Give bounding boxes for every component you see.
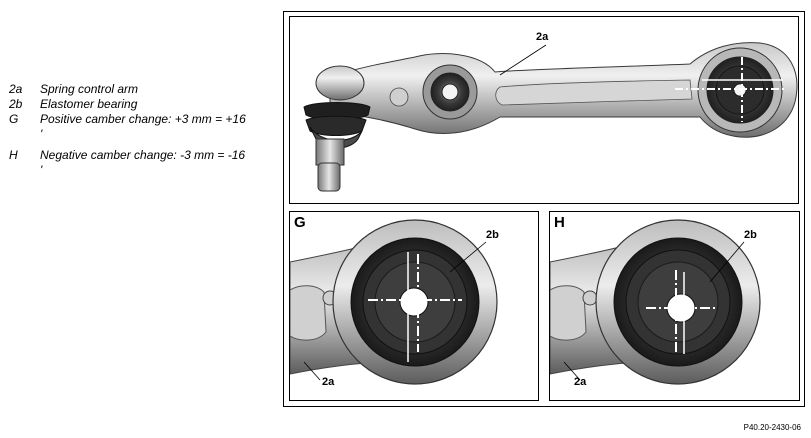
legend-text: Elastomer bearing <box>40 97 138 111</box>
arm-boss <box>389 87 409 107</box>
legend-key: 2a <box>9 82 23 96</box>
figure-frame: 2a G <box>283 11 805 407</box>
legend-text: Spring control arm <box>40 82 139 96</box>
legend-row-g: G Positive camber change: +3 mm = +16 ' <box>9 112 271 142</box>
arm-groove <box>495 79 693 106</box>
legend-text: Negative camber change: -3 mm = -16 ' <box>40 148 246 177</box>
legend-text: Positive camber change: +3 mm = +16 ' <box>40 112 246 141</box>
legend-row-2a: 2a Spring control arm <box>9 82 271 97</box>
overview-panel: 2a <box>289 16 799 204</box>
bearing-detail-g-drawing <box>290 219 498 385</box>
legend-row-2b: 2b Elastomer bearing <box>9 97 271 112</box>
bearing-detail-h-drawing <box>550 219 761 385</box>
panel-letter: H <box>554 214 565 231</box>
ball-joint-stud <box>315 138 345 166</box>
callout-spring-control-arm: 2a <box>536 31 549 43</box>
callout-leader <box>499 44 547 76</box>
legend: 2a Spring control arm 2b Elastomer beari… <box>9 82 271 184</box>
legend-row-h: H Negative camber change: -3 mm = -16 ' <box>9 148 271 178</box>
legend-key: 2b <box>9 97 23 111</box>
legend-key: H <box>9 148 18 162</box>
panel-letter: G <box>294 214 306 231</box>
detail-panel-h: H <box>549 211 800 401</box>
legend-key: G <box>9 112 19 126</box>
ball-joint-head <box>315 65 365 101</box>
detail-panel-g: G <box>289 211 539 401</box>
spring-control-arm-drawing <box>303 42 798 192</box>
figure-reference: P40.20-2430-06 <box>743 423 801 432</box>
callout-elastomer-bearing: 2b <box>486 229 499 241</box>
callout-spring-control-arm: 2a <box>574 376 587 388</box>
callout-elastomer-bearing: 2b <box>744 229 757 241</box>
callout-spring-control-arm: 2a <box>322 376 335 388</box>
